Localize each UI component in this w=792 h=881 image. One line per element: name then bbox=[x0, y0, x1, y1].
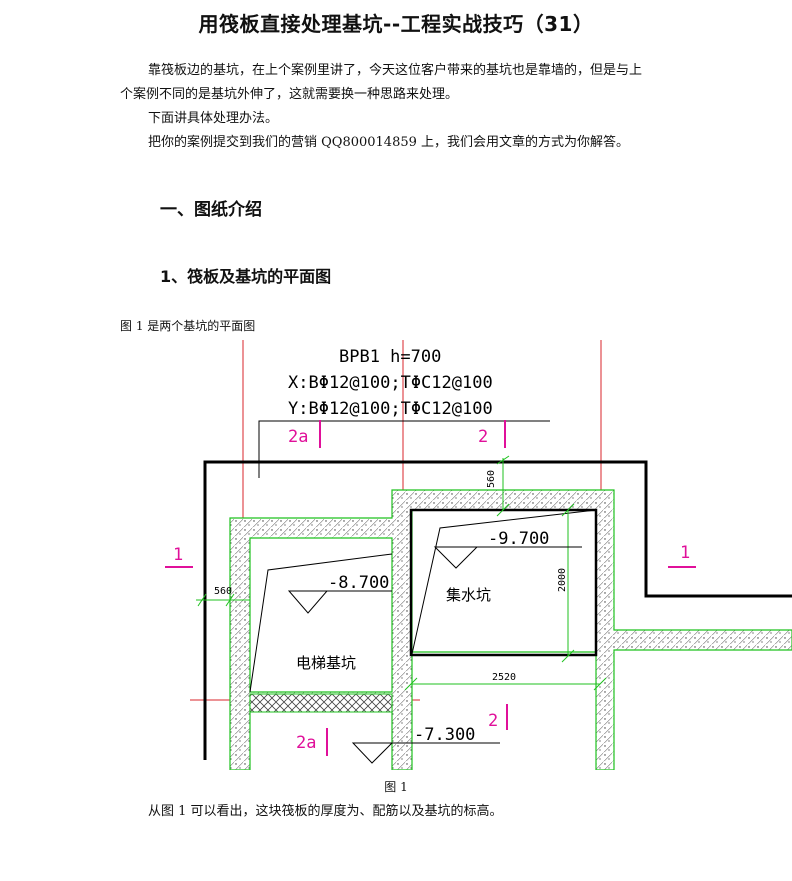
figure-intro-caption: 图 1 是两个基坑的平面图 bbox=[120, 319, 256, 333]
section-heading-1: 一、图纸介绍 bbox=[160, 200, 262, 220]
plan-drawing: BPB1 h=700 X:BΦ12@100;TΦC12@100 Y:BΦ12@1… bbox=[165, 340, 792, 770]
paragraph-1-line-2: 个案例不同的是基坑外伸了，这就需要换一种思路来处理。 bbox=[120, 87, 459, 102]
paragraph-3: 把你的案例提交到我们的营销 QQ800014859 上，我们会用文章的方式为你解… bbox=[148, 135, 630, 150]
dim-560-top-label: 560 bbox=[486, 470, 497, 488]
dim-2520-label: 2520 bbox=[492, 672, 516, 683]
slab-title-label: BPB1 h=700 bbox=[339, 347, 441, 367]
section-heading-1-1: 1、筏板及基坑的平面图 bbox=[160, 267, 332, 286]
elevation-bottom-label: -7.300 bbox=[414, 725, 475, 745]
pit2-name-label: 集水坑 bbox=[446, 586, 491, 604]
paragraph-2: 下面讲具体处理办法。 bbox=[148, 111, 279, 126]
slab-outline bbox=[203, 460, 792, 760]
document-title: 用筏板直接处理基坑--工程实战技巧（31） bbox=[198, 12, 594, 36]
x-rebar-label: X:BΦ12@100;TΦC12@100 bbox=[288, 373, 493, 393]
section-2-top-label: 2 bbox=[478, 427, 488, 447]
paragraph-1-line-1: 靠筏板边的基坑，在上个案例里讲了，今天这位客户带来的基坑也是靠墙的，但是与上 bbox=[148, 63, 643, 78]
elevation-symbols bbox=[287, 546, 582, 764]
dimension-lines bbox=[196, 455, 607, 691]
dim-2000-label: 2000 bbox=[557, 568, 568, 592]
elevation-pit1-label: -8.700 bbox=[328, 573, 389, 593]
pit1-name-label: 电梯基坑 bbox=[296, 654, 356, 672]
leader-line bbox=[258, 420, 550, 478]
dim-560-left-label: 560 bbox=[214, 586, 232, 597]
section-2a-bottom-label: 2a bbox=[296, 733, 316, 753]
figure-label: 图 1 bbox=[384, 780, 408, 794]
section-2a-top-label: 2a bbox=[288, 427, 308, 447]
section-2-bottom-label: 2 bbox=[488, 711, 498, 731]
section-markers bbox=[165, 420, 696, 756]
elevation-pit2-label: -9.700 bbox=[488, 529, 549, 549]
section-1-left-label: 1 bbox=[173, 545, 183, 565]
closing-paragraph: 从图 1 可以看出，这块筏板的厚度为、配筋以及基坑的标高。 bbox=[148, 804, 503, 819]
y-rebar-label: Y:BΦ12@100;TΦC12@100 bbox=[288, 399, 493, 419]
section-1-right-label: 1 bbox=[680, 543, 690, 563]
